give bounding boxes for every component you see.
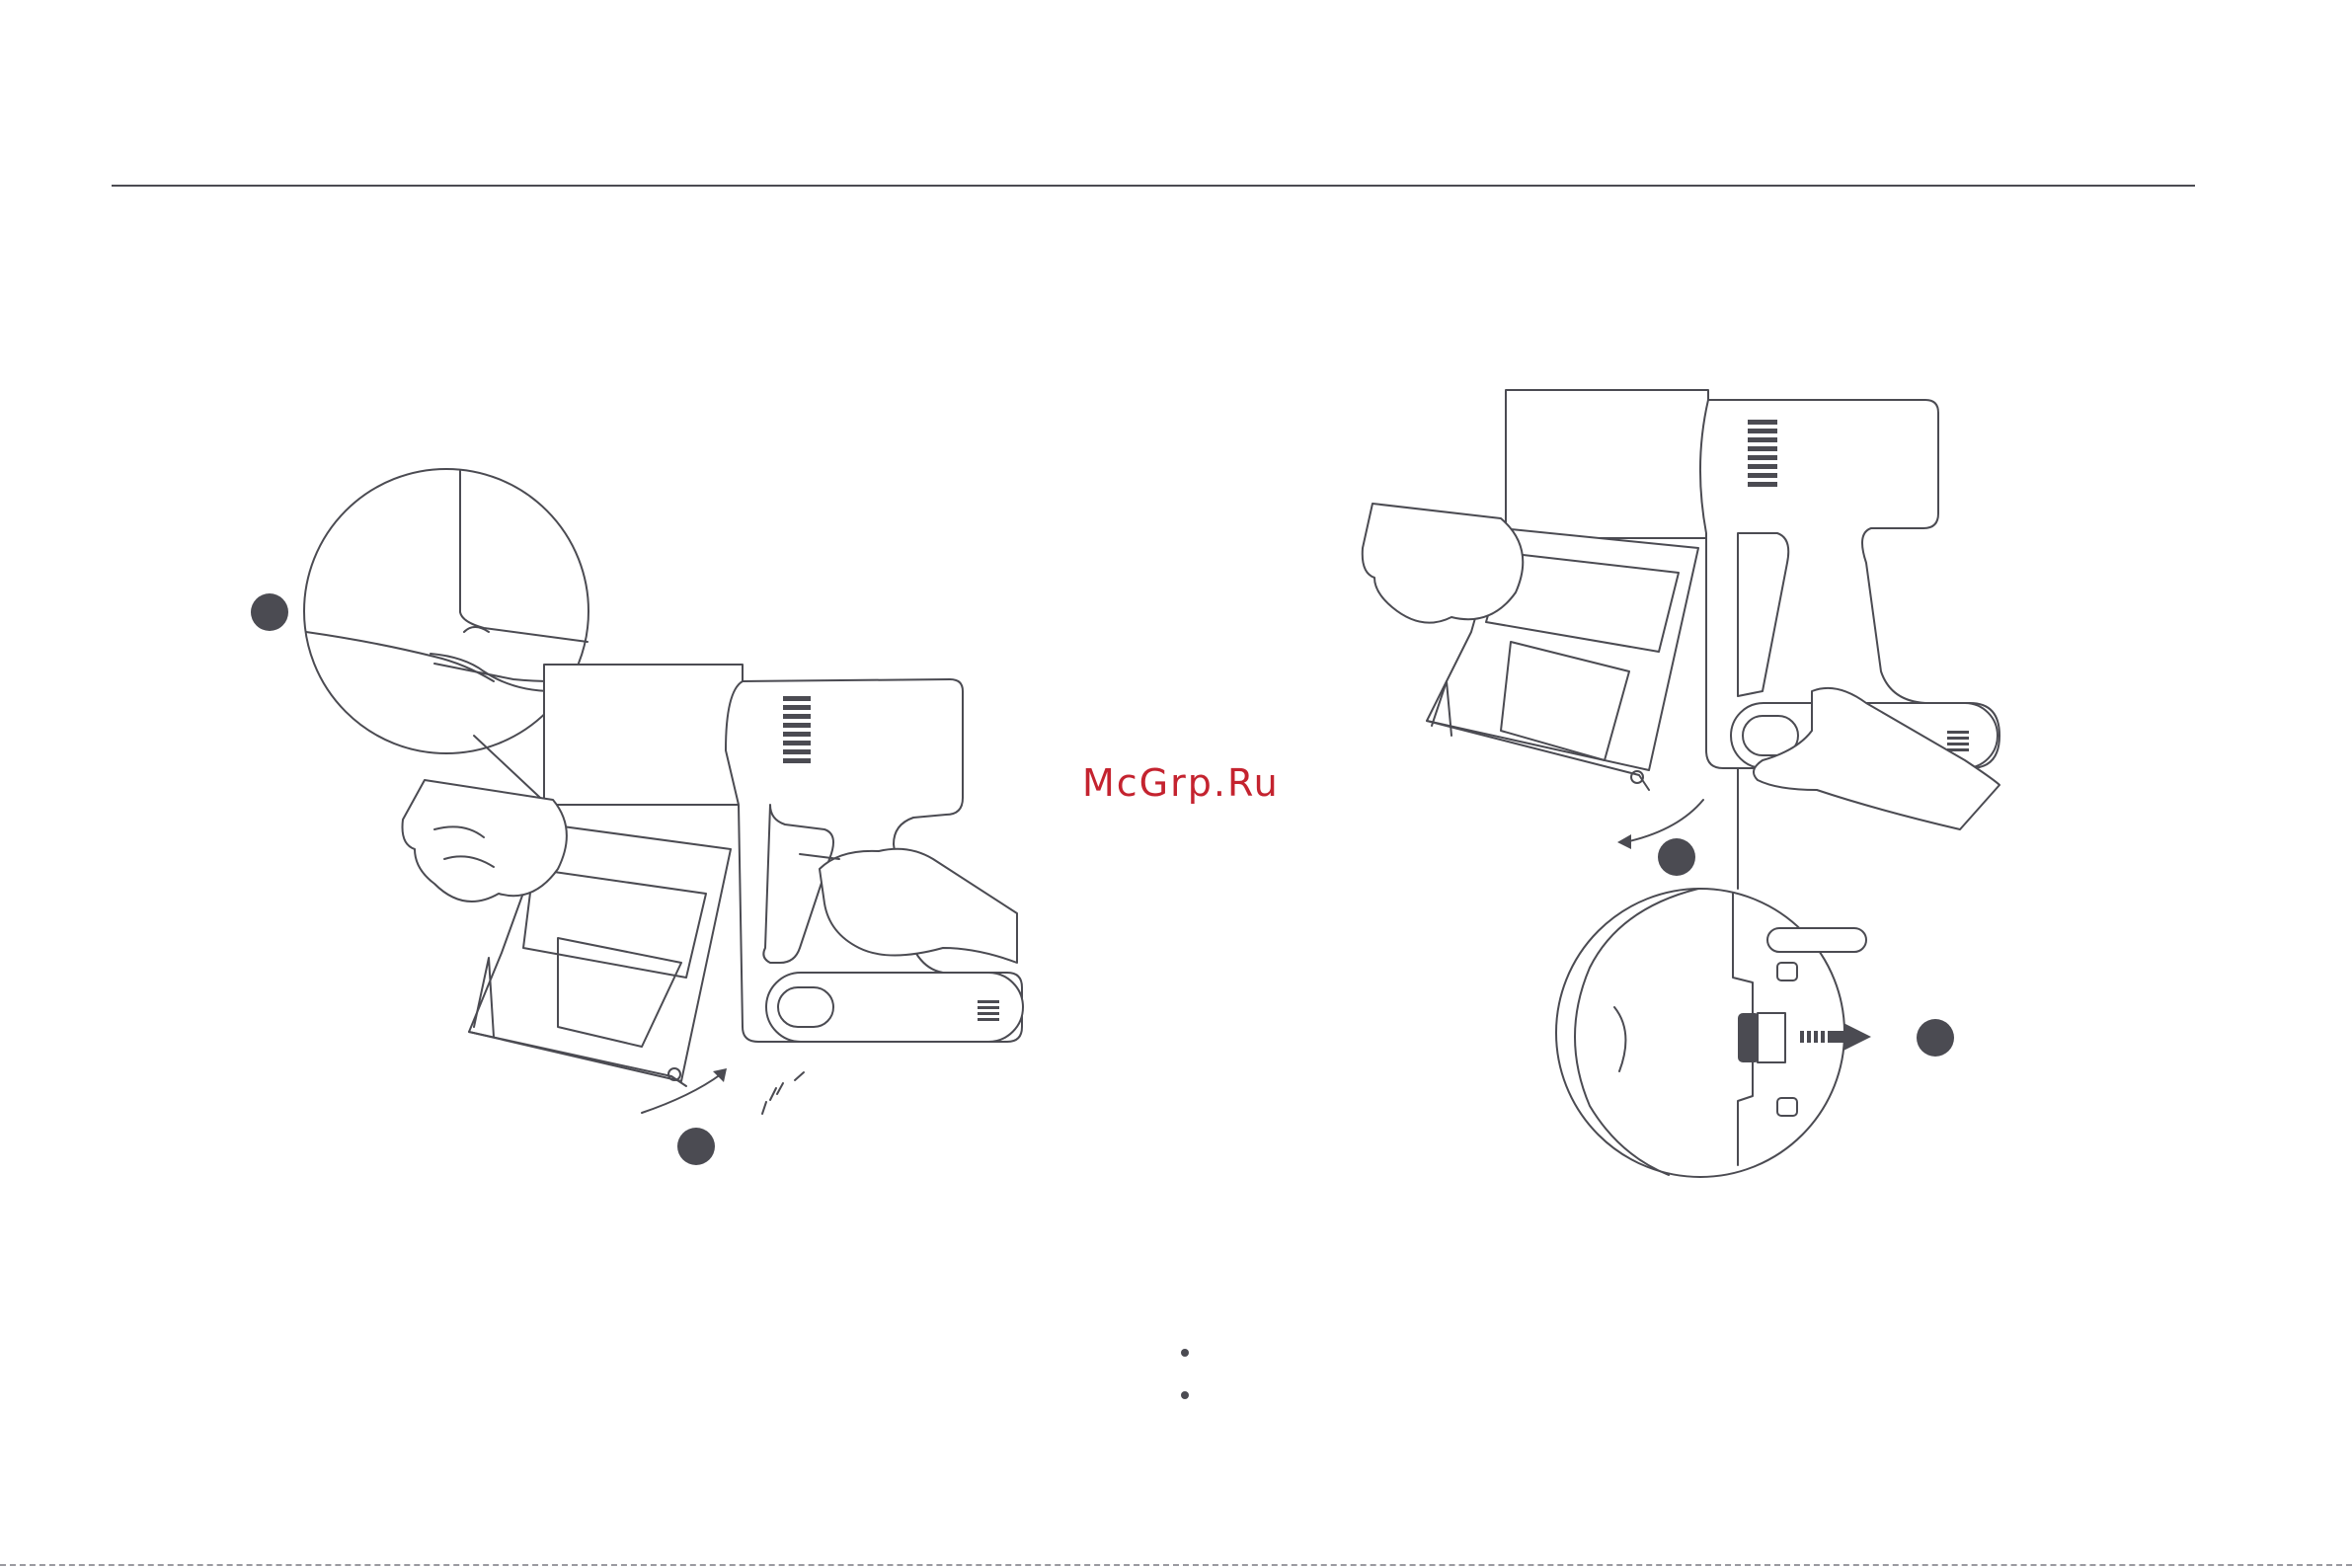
step-marker-2-right: [1917, 1019, 1954, 1057]
footer-dashed-rule: [0, 1564, 2352, 1566]
step-marker-1-left: [251, 593, 288, 631]
watermark: McGrp.Ru: [1082, 761, 1280, 805]
figure-right-illustration: [1343, 375, 2014, 1195]
bullet-1: [1181, 1349, 1189, 1357]
click-marks-left: [762, 1072, 804, 1114]
header-rule: [112, 185, 2195, 187]
step-marker-1-right: [1658, 838, 1695, 876]
bullet-2: [1181, 1391, 1189, 1399]
step-marker-2-left: [677, 1128, 715, 1165]
figure-left-illustration: [227, 454, 1066, 1185]
